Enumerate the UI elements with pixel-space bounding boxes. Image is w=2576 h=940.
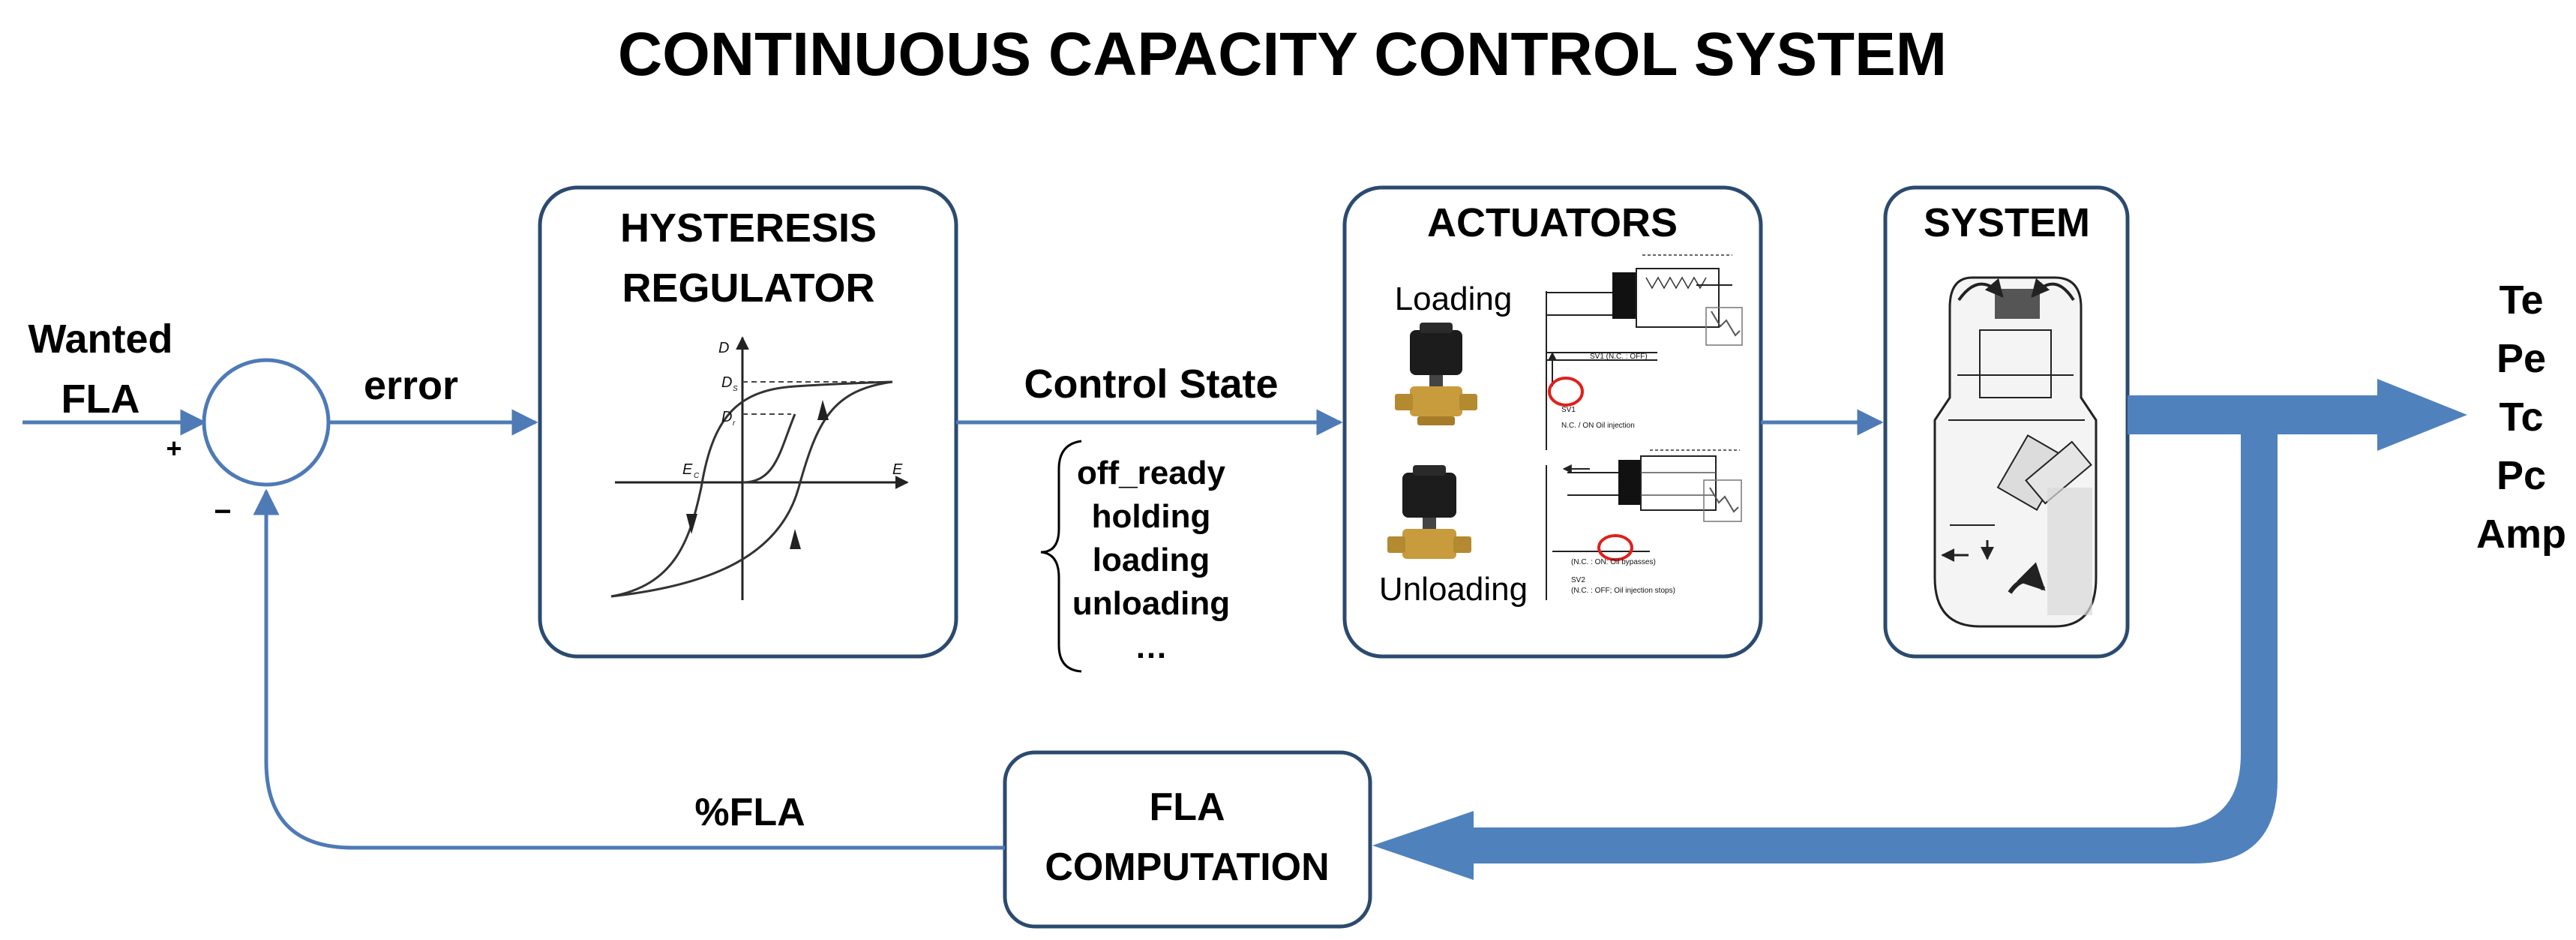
hyst-ec: E [682, 461, 693, 478]
output-pc: Pc [2497, 453, 2546, 498]
hyst-axis-d: D [718, 340, 729, 356]
hyst-ds: D [721, 374, 732, 391]
solenoid-valve-loading-icon [1395, 323, 1477, 425]
fla-computation-block [1003, 750, 1372, 929]
hyst-axis-e: E [892, 461, 903, 478]
hyst-ec-sub: C [694, 472, 700, 480]
error-label: error [364, 363, 458, 408]
sv1-note: N.C. / ON Oil injection [1561, 422, 1635, 430]
state-item-1: holding [1092, 498, 1211, 535]
state-item-0: off_ready [1077, 455, 1226, 491]
output-amp: Amp [2476, 512, 2566, 557]
hyst-dr-sub: r [733, 419, 736, 428]
sv1-label: SV1 (N.C. : OFF) [1590, 353, 1648, 361]
output-and-feedback-arrow [1372, 379, 2467, 880]
actuators-title: ACTUATORS [1427, 200, 1678, 245]
wanted-label: Wanted [28, 317, 173, 362]
sv1-highlight-circle [1548, 377, 1584, 407]
feedback-arrow [253, 488, 1005, 850]
hysteresis-title-line2: REGULATOR [622, 266, 875, 311]
sv2-label: SV2 [1571, 576, 1585, 584]
hyst-ds-sub: S [733, 385, 738, 393]
plus-sign: + [166, 433, 181, 464]
fla-input-label: FLA [61, 377, 140, 422]
output-pe: Pe [2497, 336, 2546, 381]
sv2-note-a: (N.C. : ON: Oil bypasses) [1571, 558, 1656, 566]
fla-computation-line1: FLA [1149, 785, 1225, 829]
state-item-2: loading [1093, 542, 1210, 578]
state-item-4: … [1135, 629, 1168, 665]
minus-sign: − [214, 495, 231, 528]
hyst-dr: D [721, 409, 732, 425]
unloading-label: Unloading [1379, 571, 1528, 608]
sv2-highlight-circle [1597, 534, 1633, 561]
sv2-note-c: (N.C. : OFF; Oil injection stops) [1571, 587, 1675, 595]
control-state-label: Control State [1024, 362, 1278, 407]
hysteresis-title-line1: HYSTERESIS [620, 206, 877, 251]
sv1-code: SV1 [1561, 406, 1576, 414]
fla-computation-line2: COMPUTATION [1045, 845, 1329, 889]
unloading-schematic: (N.C. : ON: Oil bypasses) SV2 (N.C. : OF… [1546, 449, 1742, 600]
diagram-title: CONTINUOUS CAPACITY CONTROL SYSTEM [618, 20, 1947, 89]
hysteresis-regulator-block [538, 185, 958, 659]
output-te: Te [2499, 278, 2543, 323]
summing-junction [202, 358, 331, 487]
loading-label: Loading [1395, 281, 1513, 317]
compressor-icon [1933, 276, 2098, 628]
solenoid-valve-unloading-icon [1387, 465, 1471, 559]
hysteresis-plot: D E D S D r E C [610, 336, 909, 600]
output-tc: Tc [2499, 395, 2543, 440]
state-item-3: unloading [1072, 585, 1230, 622]
feedback-label: %FLA [694, 791, 805, 834]
system-title: SYSTEM [1924, 200, 2090, 245]
loading-schematic: SV1 (N.C. : OFF) SV1 N.C. / ON Oil injec… [1546, 254, 1743, 450]
state-brace [1040, 440, 1082, 673]
